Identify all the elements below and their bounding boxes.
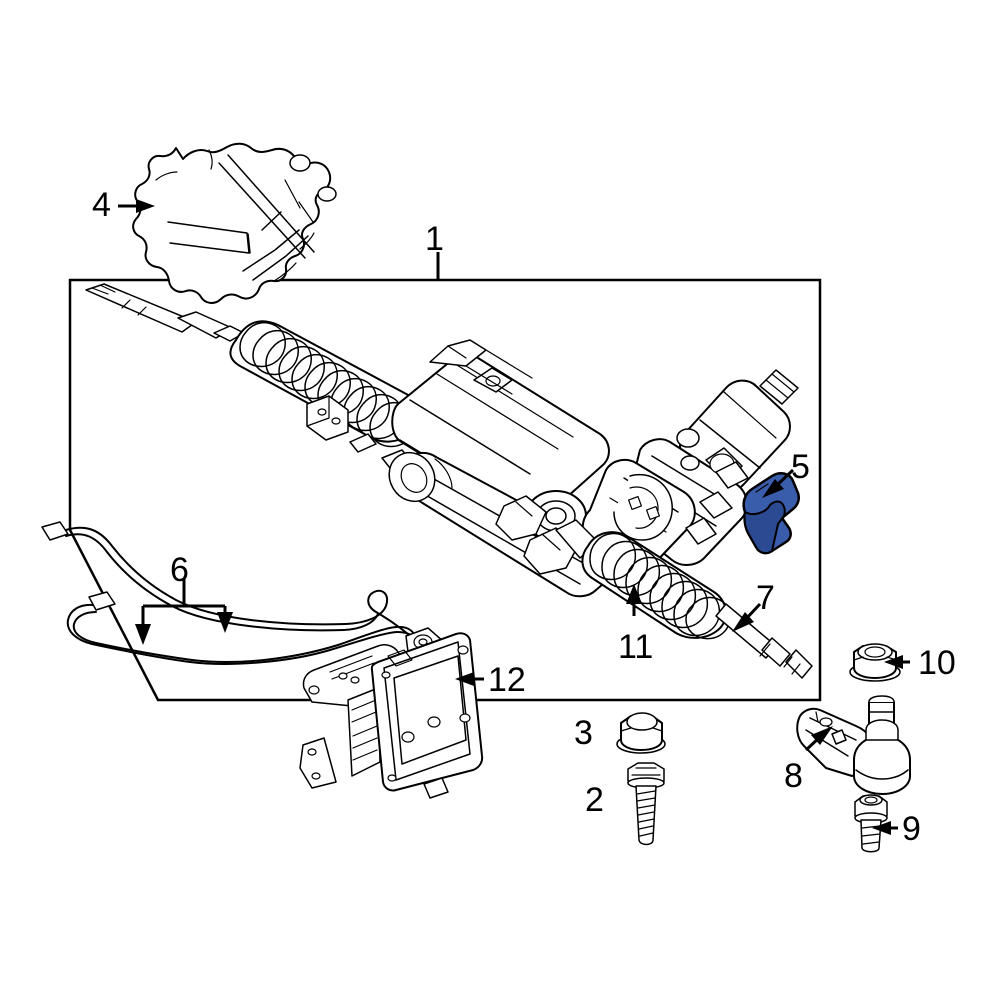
callout-label-9[interactable]: 9 bbox=[902, 810, 921, 848]
callout-label-8[interactable]: 8 bbox=[784, 757, 803, 795]
hex-flange-nut-part3 bbox=[616, 712, 666, 754]
callout-label-4[interactable]: 4 bbox=[92, 186, 111, 224]
callout-label-1[interactable]: 1 bbox=[425, 220, 444, 258]
callout-label-10[interactable]: 10 bbox=[918, 644, 956, 682]
leader-11 bbox=[626, 584, 642, 616]
steering-rack-main bbox=[85, 283, 813, 679]
assembly-box-outline bbox=[68, 278, 822, 702]
callout-label-11[interactable]: 11 bbox=[618, 628, 654, 666]
heat-shield-part4 bbox=[132, 142, 337, 304]
castle-nut-part10 bbox=[849, 643, 901, 682]
control-module-part12 bbox=[299, 627, 484, 799]
callout-label-2[interactable]: 2 bbox=[585, 781, 604, 819]
leader-4 bbox=[118, 199, 155, 213]
leader-7 bbox=[732, 602, 762, 632]
leader-8 bbox=[804, 726, 833, 752]
hex-flange-bolt-part2 bbox=[627, 762, 665, 846]
heat-shield-hole-upper bbox=[289, 154, 311, 172]
pinion-valve-housing bbox=[555, 369, 799, 581]
callout-label-5[interactable]: 5 bbox=[791, 448, 810, 486]
outer-tie-rod-end-part8 bbox=[796, 695, 911, 795]
rack-mount-foot bbox=[495, 495, 547, 541]
leader-10 bbox=[884, 655, 910, 669]
callout-label-6[interactable]: 6 bbox=[170, 551, 189, 589]
leader-5 bbox=[762, 468, 795, 498]
inner-tie-rod-part7 bbox=[715, 603, 813, 679]
callout-label-3[interactable]: 3 bbox=[574, 714, 593, 752]
callout-label-7[interactable]: 7 bbox=[756, 579, 775, 617]
heat-shield-hole-lower bbox=[317, 186, 337, 202]
right-bellows-boot-part11 bbox=[581, 531, 731, 640]
leader-12 bbox=[455, 672, 484, 686]
leader-6 bbox=[135, 578, 233, 645]
leader-9 bbox=[872, 821, 898, 835]
pinch-bolt-part9 bbox=[854, 794, 888, 853]
assembly-box-group bbox=[68, 278, 822, 702]
callout-label-12[interactable]: 12 bbox=[488, 661, 526, 699]
line-fitting-upper bbox=[41, 521, 69, 541]
left-bellows-boot bbox=[229, 320, 422, 448]
left-tie-rod-stub bbox=[85, 283, 245, 342]
solenoid-connector-part5[interactable] bbox=[742, 472, 801, 555]
pressure-lines-part6 bbox=[41, 521, 422, 671]
